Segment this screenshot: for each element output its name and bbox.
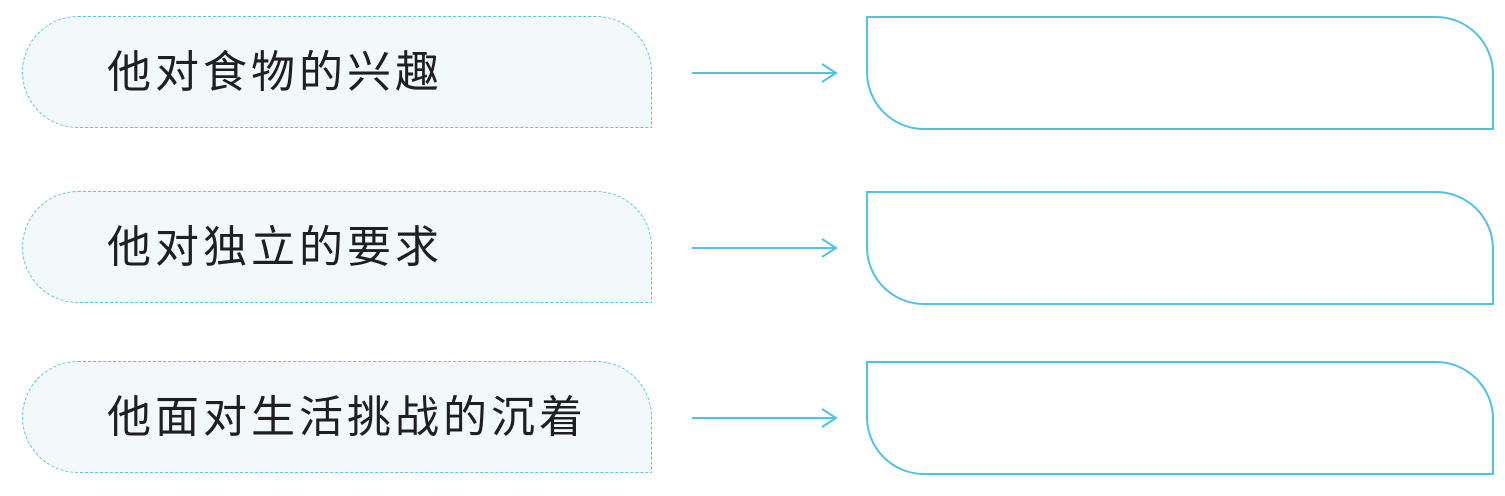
exercise-row: 他对独立的要求: [0, 191, 1505, 305]
answer-box[interactable]: [866, 191, 1494, 305]
right-arrow-icon: [692, 408, 838, 428]
prompt-text: 他对独立的要求: [107, 222, 443, 273]
answer-box[interactable]: [866, 16, 1494, 130]
prompt-text: 他面对生活挑战的沉着: [107, 392, 587, 443]
right-arrow-icon: [692, 63, 838, 83]
prompt-box: 他对独立的要求: [22, 191, 652, 303]
exercise-row: 他对食物的兴趣: [0, 16, 1505, 130]
right-arrow-icon: [692, 238, 838, 258]
exercise-row: 他面对生活挑战的沉着: [0, 361, 1505, 475]
prompt-box: 他面对生活挑战的沉着: [22, 361, 652, 473]
prompt-text: 他对食物的兴趣: [107, 47, 443, 98]
answer-box[interactable]: [866, 361, 1494, 475]
prompt-box: 他对食物的兴趣: [22, 16, 652, 128]
